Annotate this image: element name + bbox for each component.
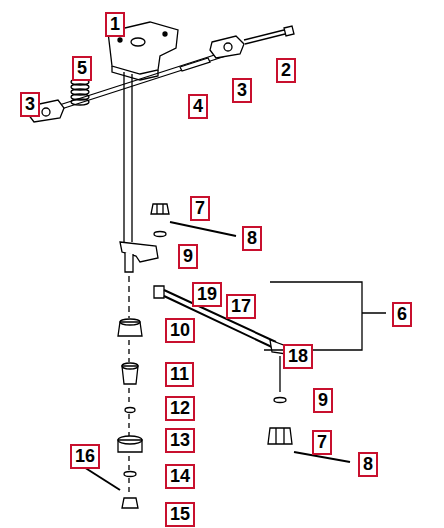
callout-box: 6 — [392, 302, 412, 327]
callout-number: 5 — [77, 58, 87, 78]
callout-box: 12 — [165, 396, 195, 421]
callout-box: 16 — [70, 444, 100, 469]
callout-box: 15 — [165, 502, 195, 527]
nut — [122, 498, 138, 508]
callout-number: 17 — [231, 296, 251, 316]
callout-box: 4 — [188, 94, 208, 119]
callout-box: 14 — [165, 464, 195, 489]
callout-box: 5 — [72, 56, 92, 81]
callout-box: 17 — [226, 294, 256, 319]
callout-box: 10 — [165, 318, 195, 343]
o-ring — [125, 408, 135, 413]
callout-box: 19 — [192, 282, 222, 307]
callout-number: 9 — [183, 246, 193, 266]
callout-number: 8 — [247, 228, 257, 248]
clamp — [210, 36, 244, 58]
callout-box: 7 — [190, 196, 210, 221]
callout-box: 18 — [283, 344, 313, 369]
washer — [154, 232, 166, 237]
callout-number: 9 — [318, 390, 328, 410]
callout-number: 4 — [193, 96, 203, 116]
callout-box: 7 — [312, 430, 332, 455]
callout-box: 8 — [358, 452, 378, 477]
washer — [274, 398, 286, 403]
callout-number: 15 — [170, 504, 190, 524]
callout-number: 8 — [363, 454, 373, 474]
callout-number: 1 — [110, 14, 120, 34]
callout-number: 14 — [170, 466, 190, 486]
washer — [124, 472, 136, 477]
callout-box: 11 — [165, 362, 194, 387]
plate-edge — [112, 66, 158, 80]
rod-end-stud — [279, 356, 280, 392]
pin — [180, 58, 210, 71]
plate-bolt — [163, 32, 167, 36]
castle-nut — [151, 204, 169, 214]
callout-number: 19 — [197, 284, 217, 304]
cotter-pin — [170, 222, 236, 236]
callout-number: 7 — [317, 432, 327, 452]
group-bracket — [264, 282, 386, 350]
callout-number: 2 — [281, 60, 291, 80]
callout-number: 3 — [237, 80, 247, 100]
callout-box: 13 — [165, 428, 195, 453]
callout-number: 12 — [170, 398, 190, 418]
callout-box: 9 — [178, 244, 198, 269]
bearing — [118, 440, 142, 452]
callout-number: 7 — [195, 198, 205, 218]
callout-box: 9 — [313, 388, 333, 413]
callout-number: 10 — [170, 320, 190, 340]
bolt — [244, 30, 285, 44]
callout-number: 18 — [288, 346, 308, 366]
shaft-stub — [125, 252, 133, 272]
ball-joint — [154, 286, 164, 298]
callout-number: 3 — [25, 94, 35, 114]
plate-hole — [131, 38, 145, 46]
callout-number: 6 — [397, 304, 407, 324]
callout-number: 16 — [75, 446, 95, 466]
plate-bolt — [118, 38, 122, 42]
steering-shaft — [124, 72, 132, 242]
callout-box: 3 — [20, 92, 40, 117]
callout-number: 11 — [170, 364, 189, 384]
callout-box: 1 — [105, 12, 125, 37]
callout-box: 8 — [242, 226, 262, 251]
castle-nut — [268, 428, 292, 444]
assembly-line — [128, 276, 129, 318]
callout-box: 3 — [232, 78, 252, 103]
callout-box: 2 — [276, 58, 296, 83]
assembly-line — [128, 340, 129, 494]
callout-number: 13 — [170, 430, 190, 450]
